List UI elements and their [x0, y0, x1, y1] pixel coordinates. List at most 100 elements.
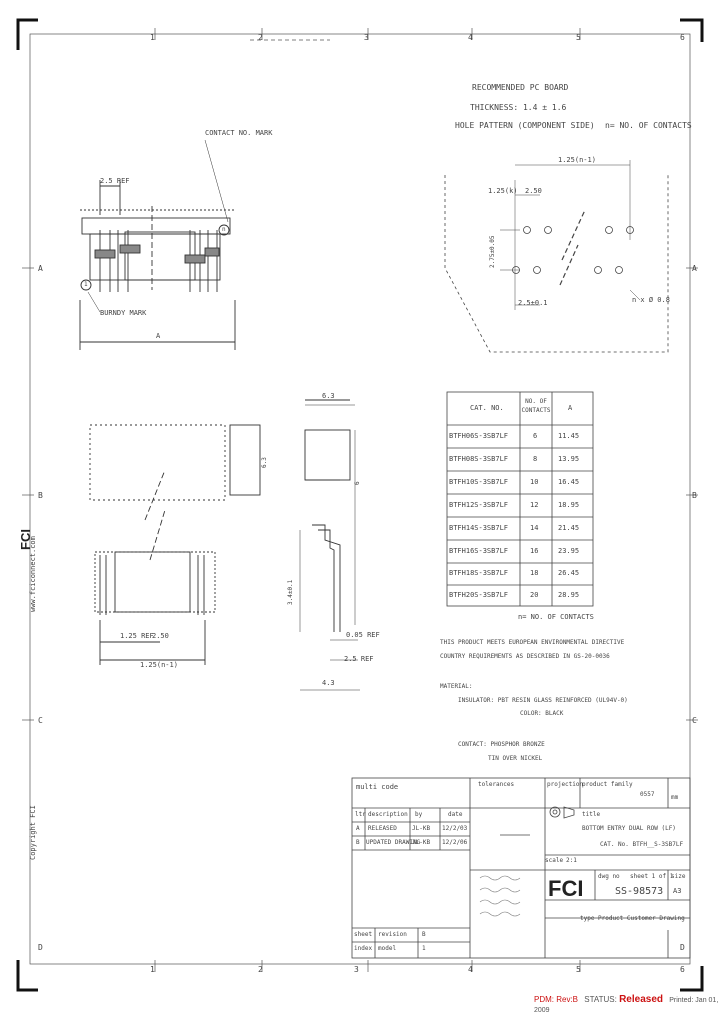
tb-title-label: title — [582, 811, 601, 818]
tb-index-row: model — [378, 945, 397, 952]
material-contact: CONTACT: PHOSPHOR BRONZE — [458, 741, 545, 748]
tb-sheet-row: sheet — [354, 931, 373, 938]
tb-rev-cell: UPDATED DRAWING — [366, 839, 421, 846]
frame-top-number: 5 — [576, 33, 581, 42]
side-dim-ref-a: 0.05 REF — [346, 631, 380, 639]
tb-index-row: index — [354, 945, 373, 952]
tb-scale-value: 2:1 — [566, 857, 577, 864]
front-dim-top: 2.5 REF — [100, 177, 130, 185]
status-value: Released — [619, 994, 663, 1005]
frame-bottom-number: 2 — [258, 965, 263, 974]
tb-rev-header: description — [368, 811, 408, 818]
tb-rev-cell: 12/2/03 — [442, 825, 468, 832]
pcb-pattern: HOLE PATTERN (COMPONENT SIDE) — [455, 121, 595, 130]
pdm-label: PDM: Rev:B — [534, 995, 579, 1004]
material-insulator: INSULATOR: PBT RESIN GLASS REINFORCED (U… — [458, 697, 628, 704]
tb-sheet-row: revision — [378, 931, 407, 938]
front-label-n: n — [222, 226, 226, 233]
burndy-mark-label: BURNDY MARK — [100, 309, 147, 317]
tb-rev-cell: JL-KB — [412, 825, 431, 832]
tb-sheet-row: B — [422, 931, 426, 938]
tb-index-row: 1 — [422, 945, 426, 952]
table-cell: BTFH20S-3SB7LF — [449, 591, 509, 599]
frame-bottom-number: 6 — [680, 965, 685, 974]
pcb-heading: RECOMMENDED PC BOARD — [472, 83, 569, 92]
tb-scale-label: scale — [545, 857, 564, 864]
pcb-n-note: n= NO. OF CONTACTS — [605, 121, 692, 130]
frame-bottom-number: 3 — [354, 965, 359, 974]
table-header-cat: CAT. NO. — [470, 404, 504, 412]
frame-right-letter: D — [680, 943, 685, 952]
pcb-dim-row: 2.75±0.05 — [489, 235, 496, 268]
tb-title-value2: CAT. No. BTFH__S-3SB7LF — [600, 841, 684, 848]
tb-rev-header: date — [448, 811, 463, 818]
table-cell: BTFH08S-3SB7LF — [449, 455, 509, 463]
rohs-note-2: COUNTRY REQUIREMENTS AS DESCRIBED IN GS-… — [440, 653, 610, 660]
table-cell: 14 — [530, 524, 539, 532]
tb-rev-header: by — [415, 811, 423, 818]
frame-top-number: 2 — [258, 33, 263, 42]
copyright-text: Copyright FCI — [29, 805, 37, 860]
table-cell: 26.45 — [558, 569, 580, 577]
tb-units: mm — [671, 794, 679, 801]
table-cell: 18 — [530, 569, 539, 577]
table-cell: BTFH14S-3SB7LF — [449, 524, 509, 532]
pcb-dim-hole: n x Ø 0.8 — [632, 296, 670, 304]
pcb-dim-overall: 1.25(n-1) — [558, 156, 596, 164]
tb-rev-cell: JL-KB — [412, 839, 431, 846]
material-heading: MATERIAL: — [440, 683, 473, 690]
pcb-thickness: THICKNESS: 1.4 ± 1.6 — [470, 103, 567, 112]
table-cell: 28.95 — [558, 591, 580, 599]
table-cell: BTFH10S-3SB7LF — [449, 478, 509, 486]
table-cell: 21.45 — [558, 524, 580, 532]
rohs-note-1: THIS PRODUCT MEETS EUROPEAN ENVIRONMENTA… — [440, 639, 625, 646]
table-cell: 16 — [530, 547, 539, 555]
tb-product-family: product family — [582, 781, 633, 788]
printed-date: Printed: Jan 01, 2009 — [534, 997, 719, 1014]
frame-right-letter: B — [692, 491, 697, 500]
table-cell: BTFH06S-3SB7LF — [449, 432, 509, 440]
tb-rev-cell: B — [356, 839, 360, 846]
tb-rev-header: ltr — [355, 811, 366, 818]
table-cell: 13.95 — [558, 455, 580, 463]
frame-bottom-number: 5 — [576, 965, 581, 974]
side-dim-depth: 4.3 — [322, 679, 335, 687]
table-cell: 12 — [530, 501, 539, 509]
tb-type-label: type — [580, 915, 595, 922]
pcb-dim-pitch-b: 2.50 — [525, 187, 542, 195]
side-dim-pin: 3.4±0.1 — [287, 579, 294, 605]
frame-top-number: 1 — [150, 33, 155, 42]
table-cell: 6 — [533, 432, 538, 440]
table-cell: BTFH18S-3SB7LF — [449, 569, 509, 577]
tb-sheet-label: sheet 1 of 1 — [630, 873, 674, 880]
material-color: COLOR: BLACK — [520, 710, 564, 717]
status-prefix: STATUS: — [584, 995, 617, 1004]
front-label-1: 1 — [84, 281, 88, 288]
table-header-a: A — [568, 404, 573, 412]
frame-left-letter: D — [38, 943, 43, 952]
tb-projection: projection — [547, 781, 584, 788]
side-dim-height: 6 — [354, 481, 361, 485]
frame-bottom-number: 4 — [468, 965, 473, 974]
side-dim-ref-b: 2.5 REF — [344, 655, 374, 663]
tb-rev-cell: RELEASED — [368, 825, 397, 832]
table-cell: 10 — [530, 478, 539, 486]
table-header-contacts: NO. OF CONTACTS — [521, 398, 551, 414]
table-cell: BTFH12S-3SB7LF — [449, 501, 509, 509]
website-text: www.fciconnect.com — [29, 536, 37, 612]
side-dim-width: 6.3 — [322, 392, 335, 400]
frame-left-letter: C — [38, 716, 43, 725]
table-cell: 18.95 — [558, 501, 580, 509]
table-cell: 16.45 — [558, 478, 580, 486]
bottom-dim-c: 6.3 — [261, 457, 268, 468]
bottom-dim-b: 2.50 — [152, 632, 169, 640]
material-plating: TIN OVER NICKEL — [488, 755, 543, 762]
tb-multi-code: multi code — [356, 783, 399, 791]
pcb-dim-bottom: 2.5±0.1 — [518, 299, 548, 307]
tb-title-value: BOTTOM ENTRY DUAL ROW (LF) — [582, 825, 676, 832]
pdm-status: PDM: Rev:B STATUS: Released Printed: Jan… — [534, 994, 720, 1014]
bottom-dim-overall: 1.25(n-1) — [140, 661, 178, 669]
tb-tolerances: tolerances — [478, 781, 515, 788]
tb-rev-cell: A — [356, 825, 360, 832]
